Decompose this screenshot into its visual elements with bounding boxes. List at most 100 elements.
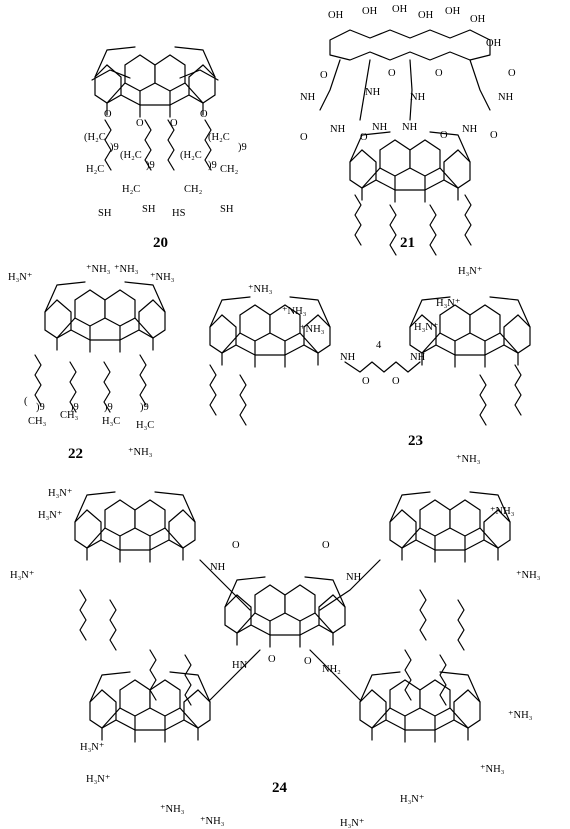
label-oh-4: OH [418,10,434,21]
label-h3n-23f: H₃N⁺ [414,322,439,333]
label-o-21d: O [508,68,516,79]
label-9-22a: ( [24,396,28,407]
label-o-21c: O [435,68,443,79]
label-nh-1: NH [300,92,316,103]
label-h2c-1: (H₂C [84,132,106,143]
label-oh-3: OH [392,4,408,15]
label-nh3-24j: ⁺NH₃ [160,804,185,815]
label-h2c-2: (H₂C [120,150,142,161]
compound-23: ⁺NH₃ ⁺NH₃ ⁺NH₃ H₃N⁺ H₃N⁺ H₃N⁺ NH NH O 4 … [209,266,531,449]
label-o-23a: O [362,376,370,387]
compound-number-21: 21 [400,235,415,251]
label-o-21b: O [388,68,396,79]
label-nh-23a: NH [340,352,356,363]
label-oh-2: OH [362,6,378,17]
label-h3n-23d: H₃N⁺ [458,266,483,277]
label-h3n-24n: H₃N⁺ [400,794,425,805]
label-h3n-24i: H₃N⁺ [86,774,111,785]
label-o-21h: O [490,130,498,141]
label-nh3-23c: ⁺NH₃ [300,324,325,335]
label-oh-6: OH [470,14,486,25]
label-ch3-22b: CH₃ [60,410,79,421]
label-o-24c: O [268,654,276,665]
label-nh-24c: HN [232,660,248,671]
label-oh-1: OH [328,10,344,21]
label-9-4: )9 [238,142,247,153]
label-9-1: )9 [110,142,119,153]
label-nh3-22b: ⁺NH₃ [86,264,111,275]
label-h3c-22c: H₃C [102,416,120,427]
label-nh3-22d: ⁺NH₃ [150,272,175,283]
label-o-24a: O [232,540,240,551]
label-sh-1: SH [98,208,112,219]
label-9-2: )9 [146,160,155,171]
label-h2c-8: CH₂ [220,164,239,175]
compound-20: O O O O (H₂C )9 (H₂C )9 (H₂C )9 (H₂C )9 … [84,46,247,251]
label-nh3-24l: ⁺NH₃ [508,710,533,721]
label-o-3: O [170,118,178,129]
label-h2c-6: H₂C [122,184,140,195]
label-o-1: O [104,109,112,120]
compound-22: H₃N⁺ ⁺NH₃ ⁺NH₃ ⁺NH₃ ( )9 )9 )9 )9 CH₃ CH… [8,264,175,462]
label-nh3-24g: ⁺NH₃ [516,570,541,581]
label-nh3-23b: ⁺NH₃ [282,306,307,317]
label-h3n-22a: H₃N⁺ [8,272,33,283]
label-4-23: 4 [376,340,382,351]
label-sh-3: HS [172,208,186,219]
label-h2c-4: (H₂C [208,132,230,143]
label-o-24b: O [322,540,330,551]
label-h2c-5: H₂C [86,164,104,175]
label-9-22c: )9 [70,402,79,413]
label-o-23b: O [392,376,400,387]
label-h3n-24h: H₃N⁺ [80,742,105,753]
label-nh-24a: NH [210,562,226,573]
compound-21: OH OH OH OH OH OH OH NH NH NH NH O O O O… [300,4,516,256]
label-nh3-24a: ⁺NH₃ [128,447,153,458]
label-o-4: O [200,109,208,120]
label-h3n-24b: H₃N⁺ [48,488,73,499]
label-nh-7: NH [402,122,418,133]
compound-number-22: 22 [68,446,83,462]
label-nh3-24m: ⁺NH₃ [480,764,505,775]
label-nh-6: NH [372,122,388,133]
label-nh3-23a: ⁺NH₃ [248,284,273,295]
label-nh-3: NH [410,92,426,103]
label-h3n-23e: H₃N⁺ [436,298,461,309]
label-h2c-7: CH₂ [184,184,203,195]
label-h3n-24c: H₃N⁺ [38,510,63,521]
label-nh2-24d: NH₂ [322,664,341,675]
label-ch3-22a: CH₃ [28,416,47,427]
label-nh3-22c: ⁺NH₃ [114,264,139,275]
label-o-2: O [136,118,144,129]
compound-number-20: 20 [153,235,168,251]
label-nh-23b: NH [410,352,426,363]
compound-number-24: 24 [272,780,288,796]
label-oh-7: OH [486,38,502,49]
label-sh-2: SH [142,204,156,215]
label-nh-24b: NH [346,572,362,583]
label-h2c-3: (H₂C [180,150,202,161]
label-nh3-24e: ⁺NH₃ [456,454,481,465]
label-nh3-24f: ⁺NH₃ [490,506,515,517]
label-9-22b: )9 [36,402,45,413]
label-o-21e: O [300,132,308,143]
label-nh3-24k: ⁺NH₃ [200,816,225,827]
label-nh-8: NH [462,124,478,135]
label-9-3: )9 [208,160,217,171]
label-sh-4: SH [220,204,234,215]
label-nh-5: NH [330,124,346,135]
compound-24: ⁺NH₃ H₃N⁺ H₃N⁺ H₃N⁺ ⁺NH₃ ⁺NH₃ ⁺NH₃ H₃N⁺ … [10,447,541,829]
label-nh-2: NH [365,87,381,98]
label-o-24d: O [304,656,312,667]
label-h3c-22d: H₃C [136,420,154,431]
label-o-21a: O [320,70,328,81]
compound-number-23: 23 [408,433,423,449]
label-9-22e: )9 [140,402,149,413]
label-9-22d: )9 [104,402,113,413]
label-o-21g: O [440,130,448,141]
label-oh-5: OH [445,6,461,17]
label-nh-4: NH [498,92,514,103]
label-o-21f: O [360,132,368,143]
label-h3n-24d: H₃N⁺ [10,570,35,581]
